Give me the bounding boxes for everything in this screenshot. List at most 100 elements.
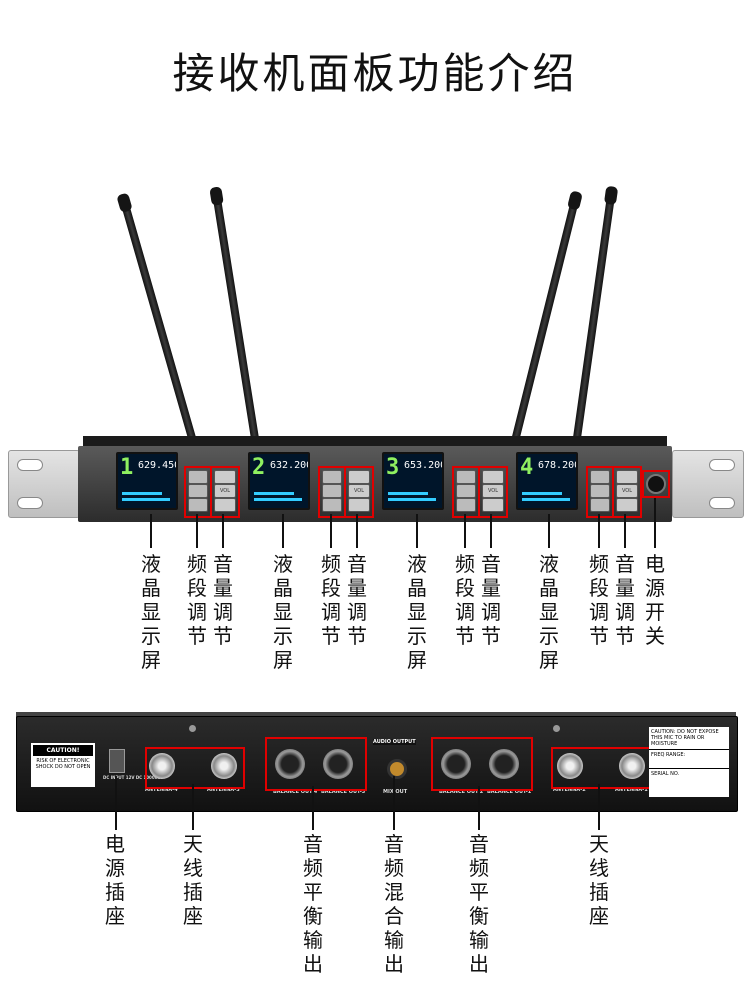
frequency-readout: 653.200: [404, 460, 444, 471]
label-caution-text: DO NOT EXPOSE THIS MIC TO RAIN OR MOISTU…: [651, 729, 719, 747]
lcd-display-3: 3 653.200: [382, 452, 444, 510]
antenna-2-label: ANTENNA-2: [553, 787, 586, 793]
caution-sticker: CAUTION! RISK OF ELECTRONIC SHOCK DO NOT…: [31, 743, 95, 787]
channel-number: 4: [520, 455, 534, 480]
label-volume-2: 音量调节: [347, 552, 367, 648]
highlight-power: [642, 470, 670, 498]
vol-down-button-4[interactable]: [616, 498, 638, 512]
label-balance-out-left: 音频平衡输出: [303, 832, 323, 976]
vol-button-3[interactable]: VOL: [482, 484, 504, 498]
vol-down-button-1[interactable]: [214, 498, 236, 512]
rack-ear-left: [8, 450, 80, 518]
balance-out-3-label: BALANCE OUT-3: [321, 789, 366, 795]
band-down-button-2[interactable]: [322, 498, 342, 512]
label-antenna-socket-left: 天线插座: [183, 832, 203, 928]
label-lcd-4: 液晶显示屏: [539, 552, 559, 672]
frequency-readout: 632.200: [270, 460, 310, 471]
balance-out-4-label: BALANCE OUT-4: [273, 789, 318, 795]
info-label: CAUTION: DO NOT EXPOSE THIS MIC TO RAIN …: [649, 727, 729, 797]
vol-button-1[interactable]: VOL: [214, 484, 236, 498]
highlight-vol-1: [210, 466, 240, 518]
highlight-band-3: [452, 466, 480, 518]
vol-up-button-3[interactable]: [482, 470, 504, 484]
antenna-3-label: ANTENNA-3: [207, 787, 240, 793]
label-lcd-2: 液晶显示屏: [273, 552, 293, 672]
power-switch[interactable]: [646, 474, 666, 494]
antenna-4-label: ANTENNA-4: [145, 787, 178, 793]
vol-up-button-2[interactable]: [348, 470, 370, 484]
label-volume-3: 音量调节: [481, 552, 501, 648]
label-lcd-3: 液晶显示屏: [407, 552, 427, 672]
page-title: 接收机面板功能介绍: [172, 49, 578, 98]
highlight-vol-4: [612, 466, 642, 518]
frequency-readout: 678.200: [538, 460, 578, 471]
label-volume-4: 音量调节: [615, 552, 635, 648]
highlight-antenna-right: [551, 747, 651, 789]
label-caution: CAUTION:: [651, 729, 676, 735]
label-lcd-1: 液晶显示屏: [141, 552, 161, 672]
frequency-readout: 629.450: [138, 460, 178, 471]
band-up-button-2[interactable]: [322, 470, 342, 484]
band-up-button-1[interactable]: [188, 470, 208, 484]
antenna-4-connector[interactable]: [149, 753, 175, 779]
vol-button-4[interactable]: VOL: [616, 484, 638, 498]
label-balance-out-right: 音频平衡输出: [469, 832, 489, 976]
band-down-button-1[interactable]: [188, 498, 208, 512]
balance-out-3-connector[interactable]: [323, 749, 353, 779]
vol-down-button-3[interactable]: [482, 498, 504, 512]
highlight-vol-2: [344, 466, 374, 518]
band-up-button-4[interactable]: [590, 470, 610, 484]
rack-ear-right: [672, 450, 744, 518]
balance-out-1-connector[interactable]: [489, 749, 519, 779]
vol-up-button-4[interactable]: [616, 470, 638, 484]
band-set-button-2[interactable]: [322, 484, 342, 498]
label-band-4: 频段调节: [589, 552, 609, 648]
balance-out-4-connector[interactable]: [275, 749, 305, 779]
highlight-vol-3: [478, 466, 508, 518]
antenna-1-connector[interactable]: [619, 753, 645, 779]
front-panel: 1 629.450 VOL 2 632.200 VOL 3 653.200 VO…: [8, 436, 744, 526]
antenna-4: [572, 185, 619, 446]
highlight-band-2: [318, 466, 346, 518]
band-down-button-3[interactable]: [456, 498, 476, 512]
antenna-3: [510, 190, 583, 446]
band-up-button-3[interactable]: [456, 470, 476, 484]
audio-output-label: AUDIO OUTPUT: [373, 739, 416, 745]
antenna-1-label: ANTENNA-1: [615, 787, 648, 793]
channel-number: 3: [386, 455, 400, 480]
mix-out-label: MIX OUT: [383, 789, 408, 795]
label-mix-out: 音频混合输出: [384, 832, 404, 976]
band-down-button-4[interactable]: [590, 498, 610, 512]
antenna-2-connector[interactable]: [557, 753, 583, 779]
lcd-display-2: 2 632.200: [248, 452, 310, 510]
antenna-3-connector[interactable]: [211, 753, 237, 779]
antenna-2: [209, 186, 260, 446]
caution-text: RISK OF ELECTRONIC SHOCK DO NOT OPEN: [35, 758, 91, 770]
label-antenna-socket-right: 天线插座: [589, 832, 609, 928]
caution-title: CAUTION!: [33, 745, 93, 756]
highlight-band-1: [184, 466, 212, 518]
band-set-button-3[interactable]: [456, 484, 476, 498]
highlight-antenna-left: [145, 747, 245, 789]
label-volume-1: 音量调节: [213, 552, 233, 648]
label-power: 电源开关: [645, 552, 665, 648]
antenna-1: [116, 192, 198, 447]
channel-number: 1: [120, 455, 134, 480]
dc-input-jack[interactable]: [109, 749, 125, 773]
mix-out-jack[interactable]: [387, 759, 407, 779]
lcd-display-1: 1 629.450: [116, 452, 178, 510]
label-band-2: 频段调节: [321, 552, 341, 648]
vol-down-button-2[interactable]: [348, 498, 370, 512]
freq-range-field: FREQ RANGE:: [649, 750, 729, 769]
highlight-band-4: [586, 466, 614, 518]
highlight-balance-left: [265, 737, 367, 791]
band-set-button-4[interactable]: [590, 484, 610, 498]
balance-out-2-connector[interactable]: [441, 749, 471, 779]
label-power-socket: 电源插座: [105, 832, 125, 928]
label-band-1: 频段调节: [187, 552, 207, 648]
vol-button-2[interactable]: VOL: [348, 484, 370, 498]
band-set-button-1[interactable]: [188, 484, 208, 498]
channel-number: 2: [252, 455, 266, 480]
vol-up-button-1[interactable]: [214, 470, 236, 484]
lcd-display-4: 4 678.200: [516, 452, 578, 510]
